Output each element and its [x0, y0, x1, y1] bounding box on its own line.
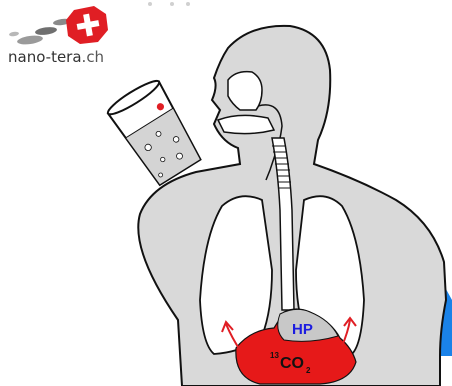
nano-tera-logo: nano-tera.ch [8, 6, 108, 66]
co2-subscript: 2 [306, 366, 311, 375]
logo-brand-text: nano-tera [8, 48, 82, 66]
faint-top-marks [148, 2, 190, 6]
nasal-cavity [228, 72, 262, 110]
mouth-cavity [218, 115, 274, 133]
co2-formula: CO [280, 355, 304, 372]
logo-tld-text: .ch [82, 48, 105, 66]
logo-swoosh-dot [35, 26, 58, 36]
logo-swoosh-dot [9, 31, 20, 37]
logo-wordmark: nano-tera.ch [8, 48, 104, 66]
drinking-glass [105, 77, 206, 189]
logo-swoosh-dot [17, 34, 44, 46]
hp-label: HP [292, 321, 313, 338]
co2-mass-number: 13 [270, 351, 279, 360]
